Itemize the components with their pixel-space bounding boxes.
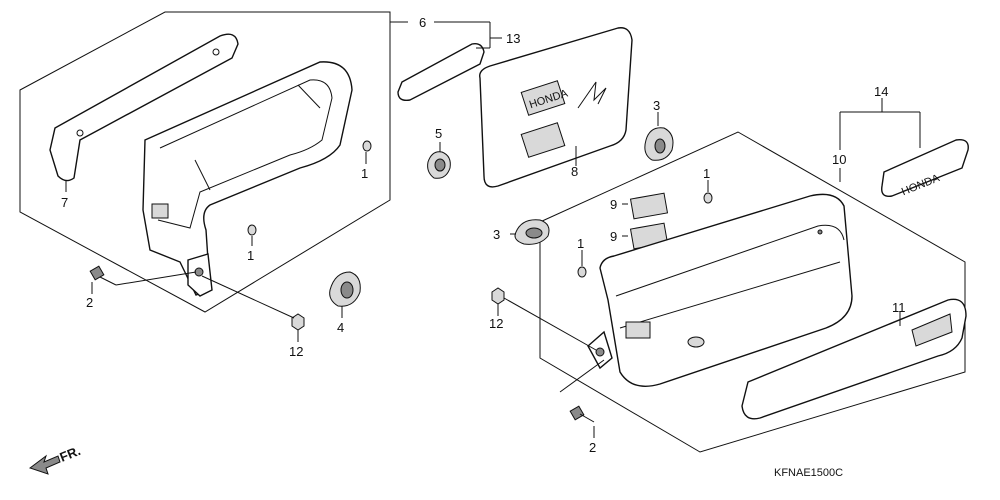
callout-1: 1 <box>247 248 254 263</box>
callout-5: 5 <box>435 126 442 141</box>
part-2-bolt <box>569 405 595 423</box>
leader-line <box>115 271 197 286</box>
part-8-wing-mark <box>577 81 607 109</box>
right-side-cover-slot <box>625 321 651 339</box>
part-7-hole <box>212 48 220 56</box>
part-7-strap <box>49 33 239 182</box>
part-1-nut <box>362 140 372 152</box>
callout-12: 12 <box>489 316 503 331</box>
right-assembly-box <box>539 131 966 453</box>
callout-13: 13 <box>506 31 520 46</box>
leader-line <box>201 275 295 319</box>
callout-1: 1 <box>361 166 368 181</box>
part-2-bolt <box>89 265 117 286</box>
front-direction-arrow: FR. <box>28 443 83 475</box>
part-5-grommet <box>427 151 451 179</box>
part-8-decal-sheet <box>479 27 633 188</box>
callout-9: 9 <box>610 197 617 212</box>
callout-10: 10 <box>832 152 846 167</box>
callout-11: 11 <box>892 300 906 315</box>
part-12-nut <box>491 287 505 305</box>
part-11-emblem <box>911 313 953 347</box>
part-13-decal <box>397 42 485 102</box>
part-1-nut <box>703 192 713 204</box>
callout-7: 7 <box>61 195 68 210</box>
part-8-logo-top <box>520 80 566 116</box>
left-side-cover-slot <box>151 203 169 219</box>
left-side-cover-rib <box>194 159 211 191</box>
part-12-nut <box>291 313 305 331</box>
callout-6: 6 <box>419 15 426 30</box>
left-side-cover <box>142 61 353 296</box>
part-8-logo-bottom <box>520 122 566 158</box>
callout-8: 8 <box>571 164 578 179</box>
diagram-code: KFNAE1500C <box>774 467 843 479</box>
right-side-cover-edge <box>615 224 845 297</box>
left-side-cover-rib <box>297 84 321 109</box>
part-3-grommet <box>514 219 550 245</box>
right-side-cover-edge <box>619 261 841 329</box>
right-side-cover-hole <box>687 336 705 348</box>
callout-3: 3 <box>653 98 660 113</box>
left-side-cover-bolt-hole <box>194 267 204 277</box>
callout-3: 3 <box>493 227 500 242</box>
leader-line <box>559 359 605 393</box>
callout-4: 4 <box>337 320 344 335</box>
right-side-cover <box>599 193 853 387</box>
part-3-grommet <box>644 127 674 161</box>
callout-1: 1 <box>703 166 710 181</box>
part-7-hole <box>76 129 84 137</box>
part-1-nut <box>247 224 257 236</box>
right-side-cover-bolt-hole <box>595 347 605 357</box>
part-9-pad <box>629 192 669 220</box>
callout-12: 12 <box>289 344 303 359</box>
front-direction-label: FR. <box>58 443 83 465</box>
part-4-grommet <box>329 271 361 307</box>
callout-2: 2 <box>589 440 596 455</box>
leader-line <box>503 297 597 351</box>
callout-9: 9 <box>610 229 617 244</box>
part-14-emblem <box>881 139 969 197</box>
left-assembly-box <box>19 11 391 313</box>
callout-2: 2 <box>86 295 93 310</box>
right-side-cover-hole <box>817 229 823 235</box>
callout-14: 14 <box>874 84 888 99</box>
callout-1: 1 <box>577 236 584 251</box>
left-side-cover-inner <box>157 79 333 229</box>
part-1-nut <box>577 266 587 278</box>
part-11-trim <box>741 298 967 420</box>
